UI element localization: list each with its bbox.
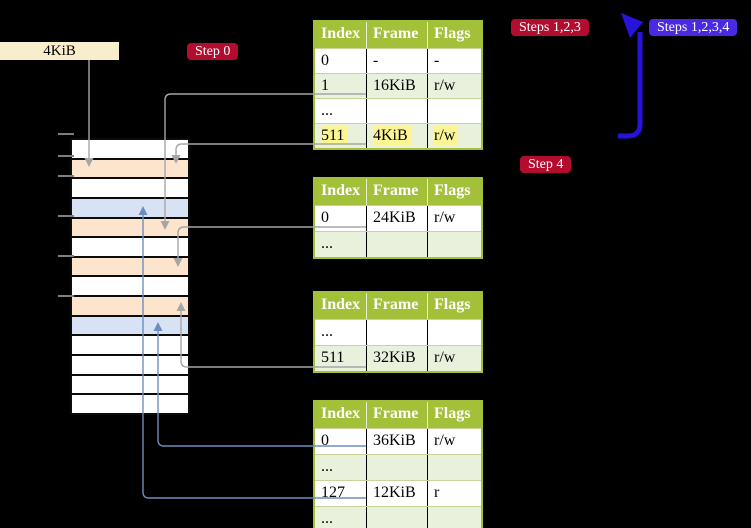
table-row: ... — [315, 454, 481, 480]
table-cell — [367, 507, 428, 528]
steps-1234-badge: Steps 1,2,3,4 — [649, 19, 738, 36]
table-cell: 16KiB — [367, 74, 428, 98]
memory-frame-row — [72, 316, 188, 337]
table-cell: - — [367, 49, 428, 73]
table-row: 511 4KiB r/w — [315, 123, 481, 148]
table-cell — [428, 99, 481, 123]
table-cell — [367, 455, 428, 480]
memory-frame-row — [72, 336, 188, 357]
step-0-badge: Step 0 — [187, 43, 239, 60]
table-cell — [428, 507, 481, 528]
table-cell: r/w — [428, 124, 481, 148]
highlighted-value: r/w — [434, 126, 459, 145]
table-cell: 24KiB — [367, 206, 428, 231]
frame-size-label: 4KiB — [0, 42, 119, 60]
physical-memory-column — [70, 138, 190, 415]
table-row: ... — [315, 506, 481, 528]
steps-123-badge: Steps 1,2,3 — [511, 19, 589, 36]
table-cell: 32KiB — [367, 346, 428, 371]
column-header: Frame — [367, 293, 428, 319]
table-cell — [428, 232, 481, 257]
column-header: Frame — [367, 402, 428, 428]
table-cell: 4KiB — [367, 124, 428, 148]
table-cell: 1 — [315, 74, 367, 98]
memory-frame-row — [72, 159, 188, 180]
table-cell: ... — [315, 455, 367, 480]
table-cell: 0 — [315, 49, 367, 73]
table-cell — [367, 99, 428, 123]
memory-tick — [58, 155, 74, 157]
memory-frame-row — [72, 356, 188, 376]
column-header: Frame — [367, 22, 428, 48]
column-header: Flags — [434, 182, 471, 199]
table-cell — [428, 455, 481, 480]
table-row: ... — [315, 98, 481, 123]
table-cell: 36KiB — [367, 429, 428, 454]
memory-tick — [58, 133, 74, 135]
highlighted-value: 4KiB — [373, 126, 411, 145]
column-header: Index — [315, 293, 367, 319]
memory-frame-row — [72, 277, 188, 298]
table-cell: ... — [315, 99, 367, 123]
steps-flow-arrow — [618, 32, 643, 139]
memory-frame-row — [72, 238, 188, 258]
table-cell: r — [434, 484, 440, 501]
memory-frame-row — [72, 140, 188, 160]
table-cell: r/w — [434, 349, 456, 366]
table-cell: 0 — [315, 429, 367, 454]
table-cell — [428, 320, 481, 345]
step-4-badge: Step 4 — [520, 156, 572, 173]
table-cell: ... — [315, 232, 367, 257]
table-row: ... — [315, 231, 481, 257]
column-header: Flags — [434, 405, 471, 422]
table-cell: r/w — [434, 432, 456, 449]
table-cell — [367, 232, 428, 257]
table-cell: 511 — [315, 124, 367, 148]
table-cell: 127 — [315, 481, 367, 506]
memory-frame-row — [72, 179, 188, 199]
memory-frame-row — [72, 375, 188, 396]
table-cell: 12KiB — [367, 481, 428, 506]
memory-frame-row — [72, 395, 188, 413]
memory-frame-row — [72, 297, 188, 317]
memory-tick — [58, 255, 74, 257]
table-row: 0-- — [315, 48, 481, 73]
table-cell: r/w — [434, 209, 456, 226]
column-header: Frame — [367, 179, 428, 205]
memory-tick — [58, 215, 74, 217]
memory-frame-row — [72, 257, 188, 278]
table-cell: r/w — [434, 77, 456, 94]
column-header: Index — [315, 179, 367, 205]
memory-frame-row — [72, 218, 188, 239]
table-cell: 0 — [315, 206, 367, 231]
steps-flow-arrowhead-icon — [621, 13, 643, 38]
table-cell — [367, 320, 428, 345]
column-header: Flags — [434, 25, 471, 42]
table-cell: 511 — [315, 346, 367, 371]
column-header: Index — [315, 402, 367, 428]
table-cell: - — [434, 52, 440, 69]
column-header: Flags — [434, 296, 471, 313]
column-header: Index — [315, 22, 367, 48]
table-cell: ... — [315, 507, 367, 528]
table-cell: ... — [315, 320, 367, 345]
memory-frame-row — [72, 198, 188, 219]
memory-tick — [58, 295, 74, 297]
memory-tick — [58, 175, 74, 177]
highlighted-value: 511 — [321, 126, 348, 145]
table-row: ... — [315, 319, 481, 345]
